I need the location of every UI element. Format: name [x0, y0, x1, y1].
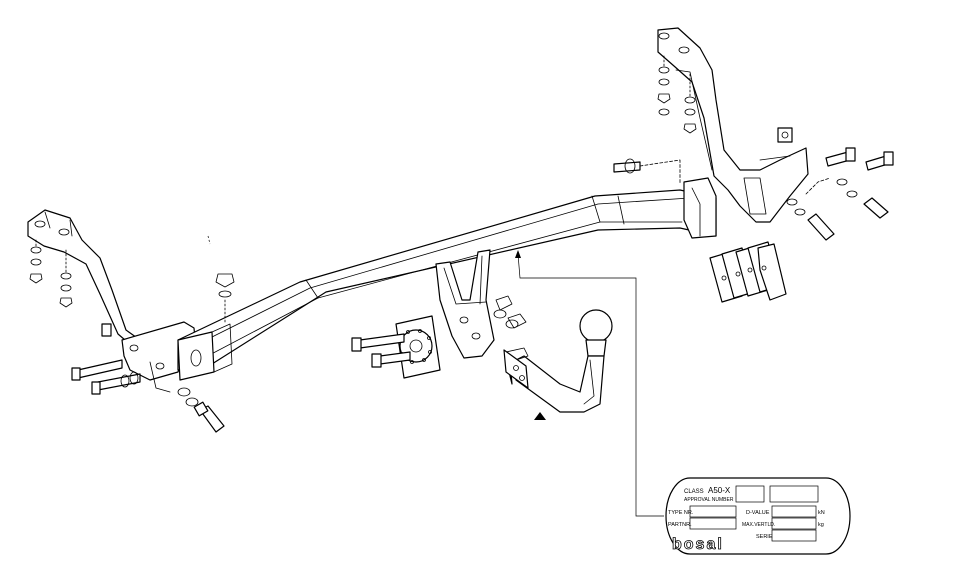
plate-dvalue-label: D-VALUE	[746, 510, 770, 516]
main-crossbar	[177, 177, 717, 381]
plate-mass-unit: kg	[818, 522, 824, 528]
ball-mount-receiver	[351, 249, 527, 379]
plate-mass-label: MAX.VERTLD.	[742, 522, 775, 528]
plate-leader-line	[517, 253, 664, 517]
plate-class-value: A50-X	[708, 486, 731, 495]
plate-type-label: TYPE NR.	[668, 510, 694, 516]
identification-plate: CLASS A50-X APPROVAL NUMBER TYPE NR. D-V…	[665, 477, 851, 555]
plate-dvalue-unit: kN	[818, 510, 825, 516]
plate-serie-label: SERIE	[756, 534, 773, 540]
right-mounting-bracket	[613, 27, 894, 241]
plate-brand-logo: bosal	[672, 536, 724, 553]
tow-ball-neck	[503, 309, 613, 420]
plate-approval-label: APPROVAL NUMBER	[684, 497, 734, 503]
left-mounting-bracket	[27, 209, 225, 433]
plate-part-label: PARTNR.	[668, 522, 692, 528]
plate-class-label: CLASS	[684, 489, 704, 495]
shim-plates	[709, 241, 787, 303]
